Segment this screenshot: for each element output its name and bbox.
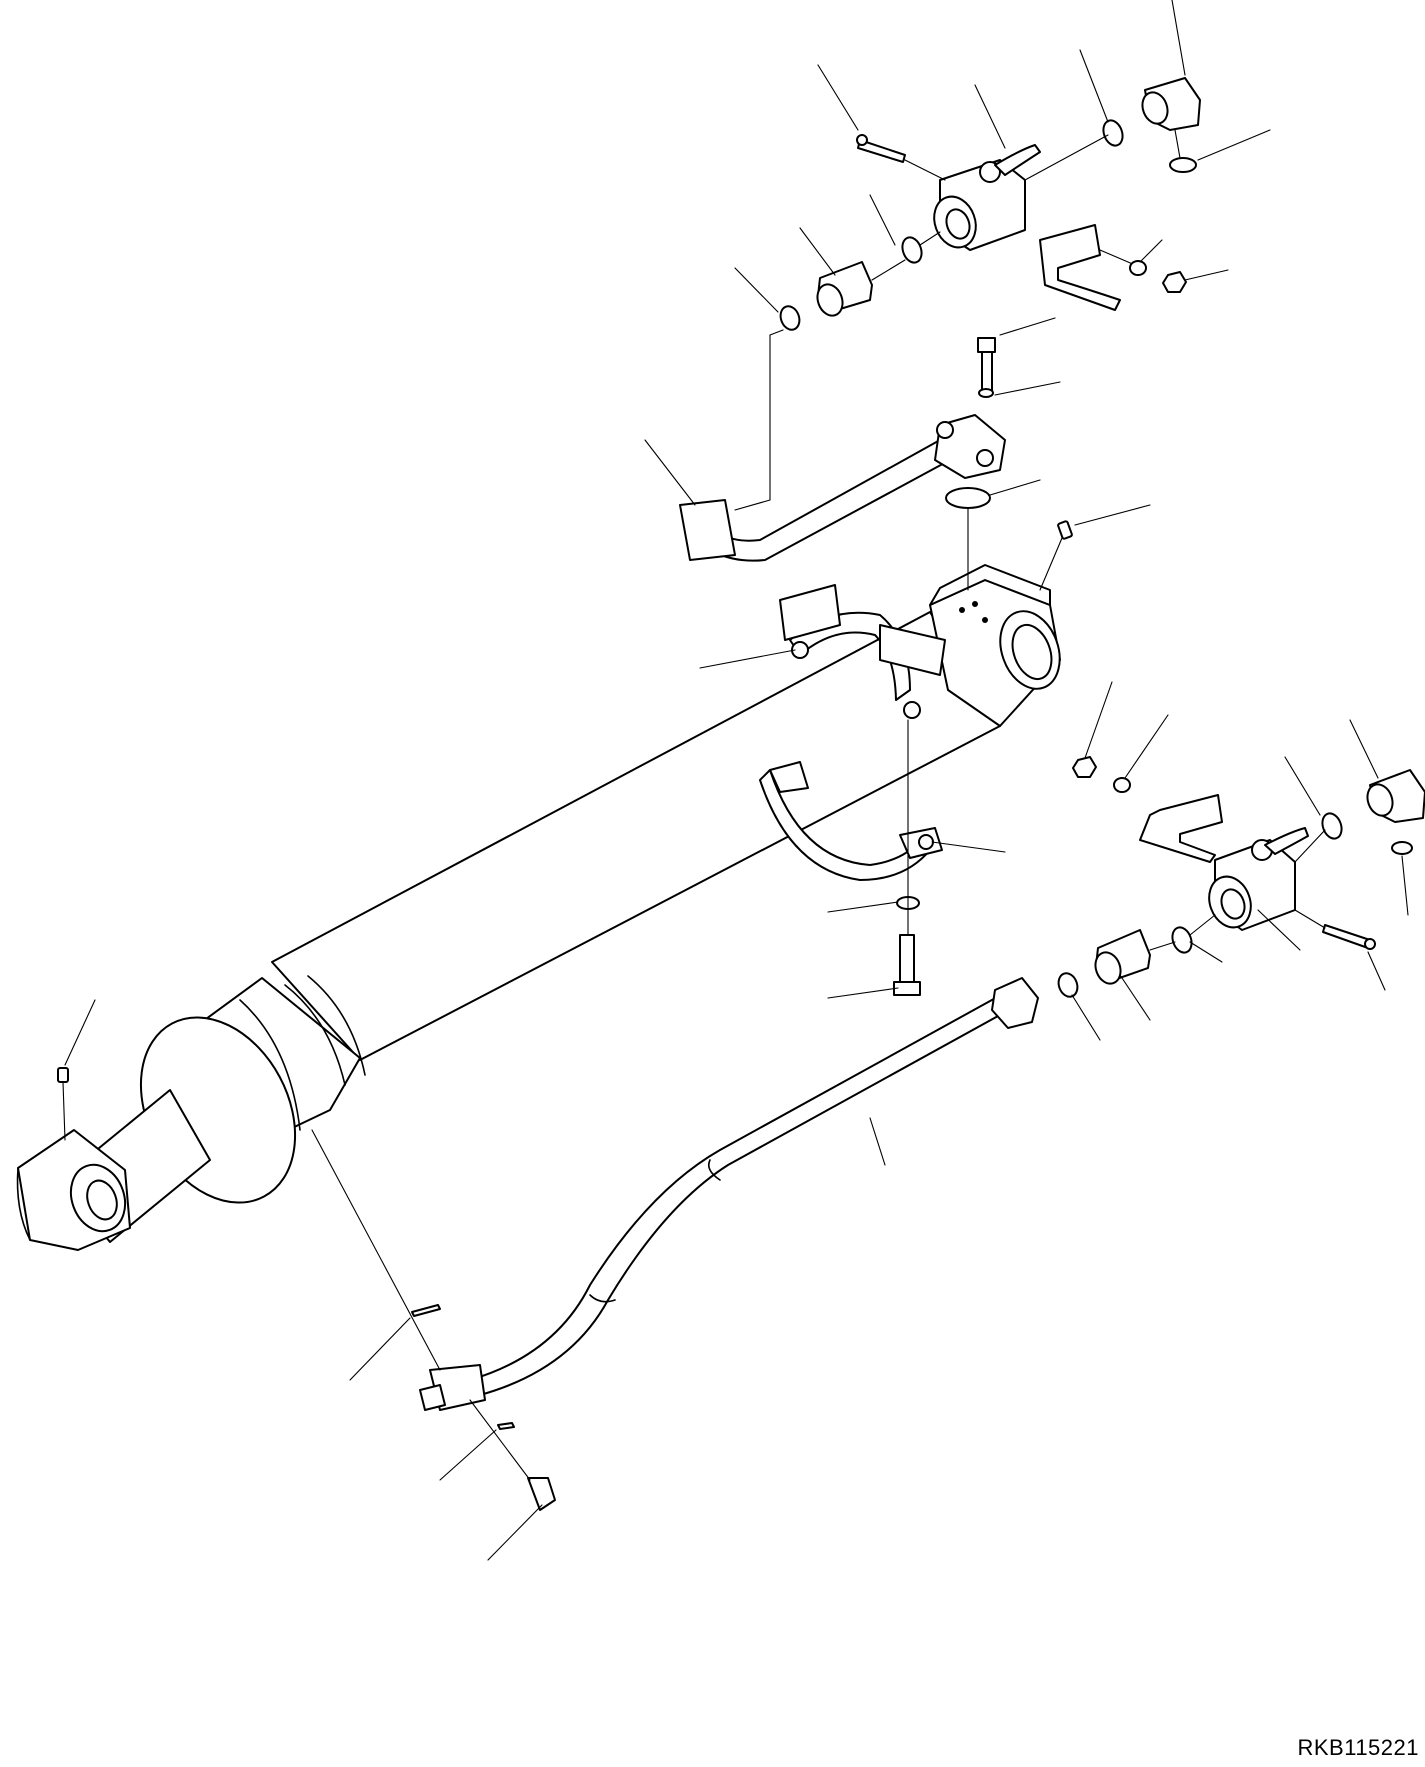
upper-valve-assembly: [735, 78, 1200, 510]
lower-valve-assembly: [1055, 757, 1425, 999]
hydraulic-cylinder: [18, 521, 1073, 1250]
figure-code: RKB115221: [1297, 1735, 1419, 1760]
leader-lines: [65, 0, 1408, 1560]
upper-pipe-assembly: [680, 338, 1005, 590]
clamp-bands: [760, 585, 945, 995]
lower-hose-assembly: [312, 978, 1038, 1510]
